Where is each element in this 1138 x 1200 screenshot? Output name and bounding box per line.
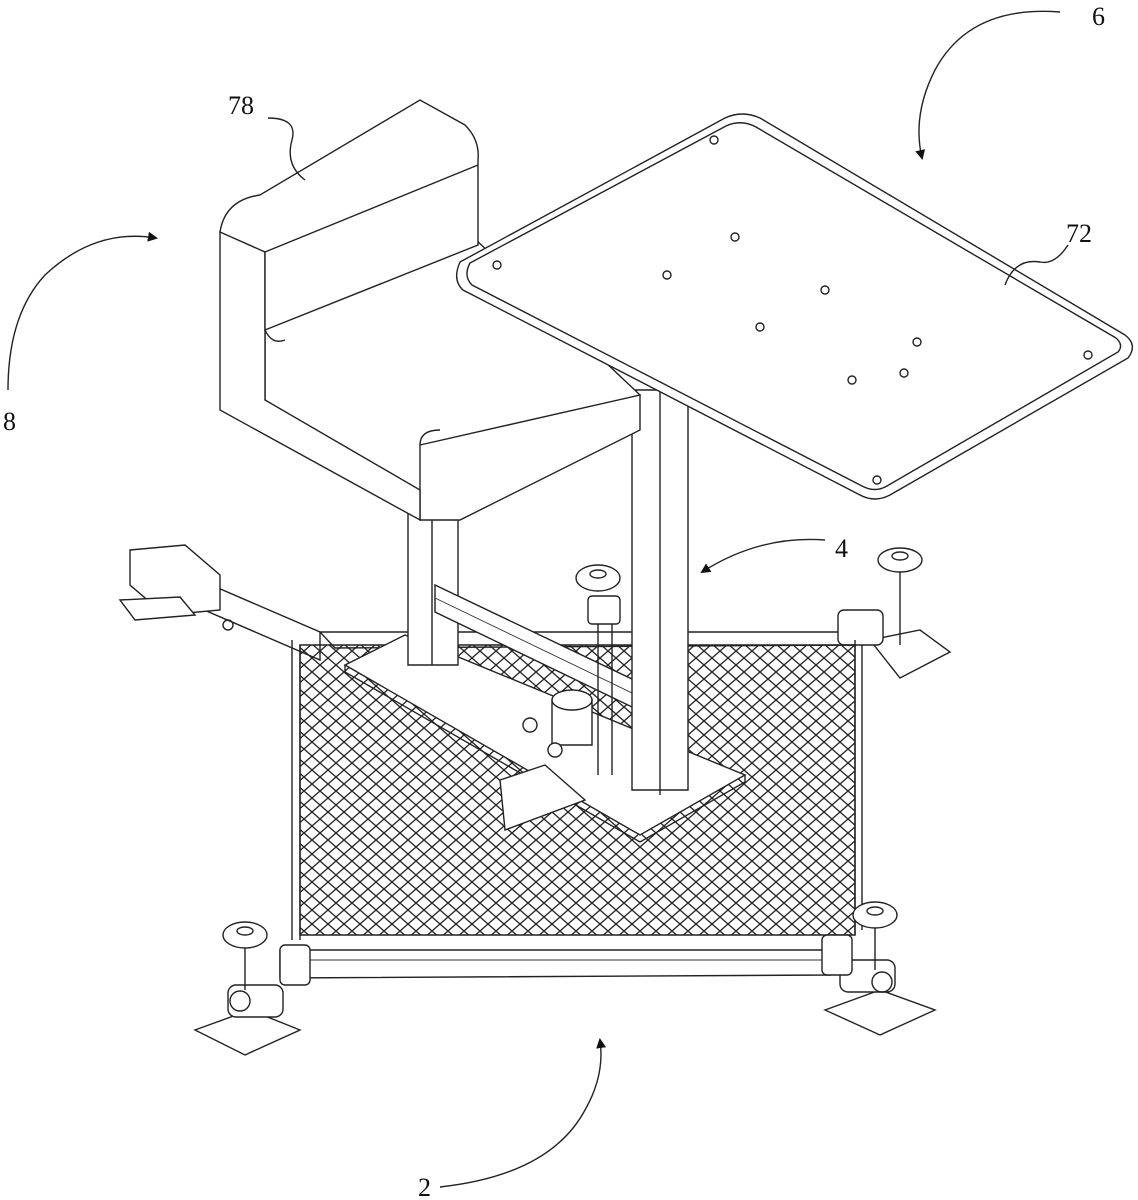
arrow-8 xyxy=(7,231,158,391)
label-4: 4 xyxy=(835,534,848,563)
label-78: 78 xyxy=(228,91,254,120)
leader-72 xyxy=(1004,244,1069,286)
arrow-4 xyxy=(700,538,826,574)
right-clamp-body xyxy=(837,609,884,646)
table-screws xyxy=(492,135,1093,485)
front-right-clamp-body xyxy=(839,959,896,993)
leaders xyxy=(7,10,1069,1188)
seat-post xyxy=(407,509,459,666)
front-right-foot-plate xyxy=(823,989,937,1036)
arrow-6 xyxy=(915,10,1061,160)
seat xyxy=(219,99,642,522)
left-foot-plate xyxy=(118,596,197,621)
left-clamp-block xyxy=(129,544,221,616)
front-left-clamp-body xyxy=(227,984,284,1018)
table-top-edge xyxy=(455,113,1133,500)
bracket xyxy=(499,764,587,831)
backrest xyxy=(219,99,479,332)
front-left-foot-plate xyxy=(193,1009,302,1056)
label-8: 8 xyxy=(3,407,16,436)
arrow-2 xyxy=(439,1038,607,1188)
label-2: 2 xyxy=(418,1173,431,1200)
label-6: 6 xyxy=(1092,2,1105,31)
front-rail xyxy=(279,949,831,979)
reference-numerals: 78 6 72 8 4 2 xyxy=(3,2,1105,1200)
label-72: 72 xyxy=(1066,219,1092,248)
lift-mechanism xyxy=(343,389,747,843)
leader-78 xyxy=(267,117,306,181)
right-foot-plate xyxy=(868,629,952,679)
table xyxy=(455,113,1133,500)
table-top-surface xyxy=(466,122,1122,491)
